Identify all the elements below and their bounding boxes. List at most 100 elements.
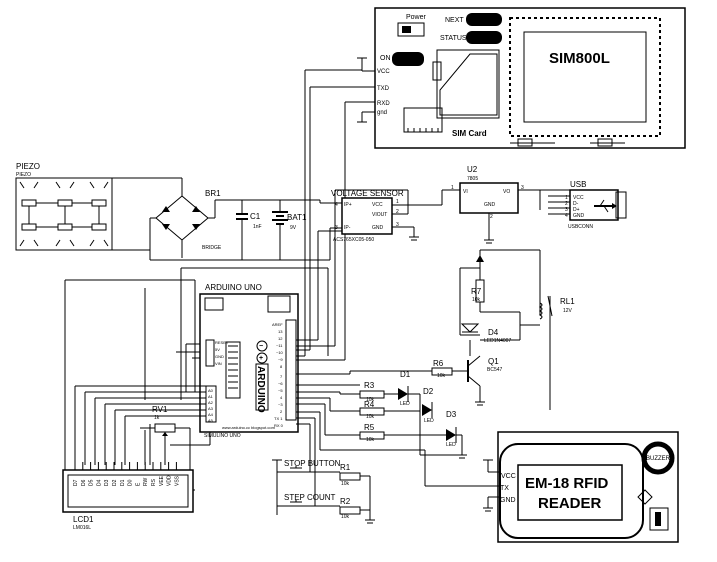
lcd-pin-label-d0: D0 [128, 479, 134, 486]
q1-label: Q1 [488, 357, 499, 366]
voltage-sensor-body [341, 197, 393, 235]
pin-gnd: GND [215, 354, 224, 359]
rfid-reader: EM-18 RFID READER BUZZER VCC TX GND [319, 412, 679, 543]
gsm-bottom-diode-2 [597, 138, 613, 147]
d1-led [398, 388, 408, 400]
sim800l-chip [523, 31, 647, 123]
d1-part: LED [400, 401, 410, 407]
rfid-module [517, 464, 623, 521]
c1-value: 1nF [253, 224, 262, 230]
arduino-label: ARDUINO UNO [205, 283, 262, 292]
r5-label: R5 [364, 423, 375, 432]
vs-pin-num-2: 2 [396, 209, 399, 215]
bridge-sublabel: BRIDGE [202, 245, 222, 251]
lcd-pin-label-d7: D7 [73, 479, 79, 486]
led-section: R3 10k D1 LED R4 10k D2 LED R5 10k D3 LE… [324, 370, 467, 459]
atmega-chip [225, 341, 241, 399]
bridge-rectifier: BR1 BRIDGE [112, 177, 330, 261]
usb-pin-gnd: GND [573, 213, 585, 219]
sim-card-label: SIM Card [452, 129, 487, 138]
pin-11: ~11 [276, 343, 283, 348]
gsm-bottom-diode-1 [517, 138, 533, 147]
d2-led [422, 404, 432, 416]
pin-7: 7 [280, 374, 283, 379]
d3-led [446, 429, 456, 441]
gsm-on-label: ON [380, 55, 391, 62]
usb-pin-dplus: D+ [573, 207, 580, 213]
rfid-antenna [499, 443, 644, 539]
usb-label: USB [570, 180, 586, 189]
arduino-logo-circle-1 [256, 340, 268, 352]
u2-pin-num-1: 1 [451, 185, 454, 191]
vs-pin-num-3b: 3 [396, 222, 399, 228]
r6-value: 10k [437, 373, 446, 379]
gsm-status-label: STATUS [440, 35, 467, 42]
bat1-value: 9V [290, 225, 297, 231]
r6-label: R6 [433, 359, 444, 368]
gsm-pin-rxd: RXD [377, 101, 390, 107]
rfid-pin-tx: TX [500, 485, 509, 492]
u2-part: 7805 [467, 176, 478, 182]
lcd-pin-label-d6: D6 [81, 479, 87, 486]
r4-value: 10k [366, 414, 375, 420]
d2-label: D2 [423, 387, 434, 396]
button-section: STOP BUTTON R1 10k STEP COUNT R2 10k [272, 418, 375, 524]
pin-aref: AREF [272, 322, 283, 327]
bridge-diamond [155, 195, 209, 241]
logo-plus: + [259, 355, 263, 362]
u2-pin-num-2: 2 [490, 214, 493, 220]
u2-pin-num-3: 3 [521, 185, 524, 191]
vs-pin-viout: VIOUT [372, 212, 387, 218]
u2-pin-vo: VO [503, 189, 510, 195]
rv1-value: 1k [154, 415, 160, 421]
lcd-wiring [74, 385, 206, 470]
r1-value: 10k [341, 481, 350, 487]
rfid-title-line1: EM-18 RFID [525, 475, 609, 492]
gsm-next-label: NEXT [445, 17, 464, 24]
chip-pins [407, 128, 439, 132]
pin-8: 8 [280, 364, 283, 369]
gsm-board [374, 7, 686, 149]
lcd-pin-label-d2: D2 [112, 479, 118, 486]
r1-resistor [339, 472, 361, 481]
voltage-sensor-part: ACS765XC05-050 [333, 237, 374, 243]
pin-vin: VIN [215, 361, 222, 366]
gsm-pin-gnd: gnd [377, 110, 387, 116]
lcd-pin-label-e: E [135, 482, 141, 486]
bat1-label: BAT1 [287, 213, 307, 222]
lcd-body [62, 469, 194, 513]
pin-reset: RESET [215, 340, 229, 345]
voltage-sensor: VOLTAGE SENSOR IP+ IP- VCC VIOUT GND ACS… [317, 189, 442, 346]
d1-label: D1 [400, 370, 411, 379]
usb-pin-num-2: 2 [565, 201, 568, 207]
arduino-usb-port [204, 297, 224, 311]
power-switch [397, 22, 425, 37]
lcd-pin-label-d3: D3 [104, 479, 110, 486]
piezo-label: PIEZO [16, 162, 40, 171]
usb-connector: USB VCC D- D+ GND 1 2 3 4 USBCONN [548, 180, 627, 230]
usb-icon [594, 199, 617, 213]
lcd-part: LM016L [73, 525, 91, 531]
rfid-pin-vcc: VCC [501, 473, 516, 480]
usb-plug [615, 191, 627, 219]
pin-2: 2 [280, 409, 283, 414]
vs-pin-vcc: VCC [372, 202, 383, 208]
usb-pin-num-1: 1 [565, 195, 568, 201]
gsm-power-label: Power [406, 14, 427, 21]
on-button [392, 52, 424, 66]
d4-part: LED1N4007 [484, 338, 511, 344]
sim-card-slot [436, 49, 500, 119]
pin-12: 12 [278, 336, 283, 341]
arduino-board-text: ARDUINO [255, 366, 266, 413]
usb-pin-dminus: D- [573, 201, 579, 207]
pin-9: ~9 [278, 357, 283, 362]
usb-pin-num-4: 4 [565, 213, 568, 219]
lcd-pin-label-d5: D5 [89, 479, 95, 486]
u2-pin-gnd: GND [484, 202, 496, 208]
buzzer-label: BUZZER [646, 456, 671, 462]
rfid-pin-gnd: GND [500, 497, 516, 504]
stop-button-label: STOP BUTTON [284, 459, 341, 468]
r3-value: 10k [366, 397, 375, 403]
r5-value: 10k [366, 437, 375, 443]
d3-part: LED [446, 442, 456, 448]
